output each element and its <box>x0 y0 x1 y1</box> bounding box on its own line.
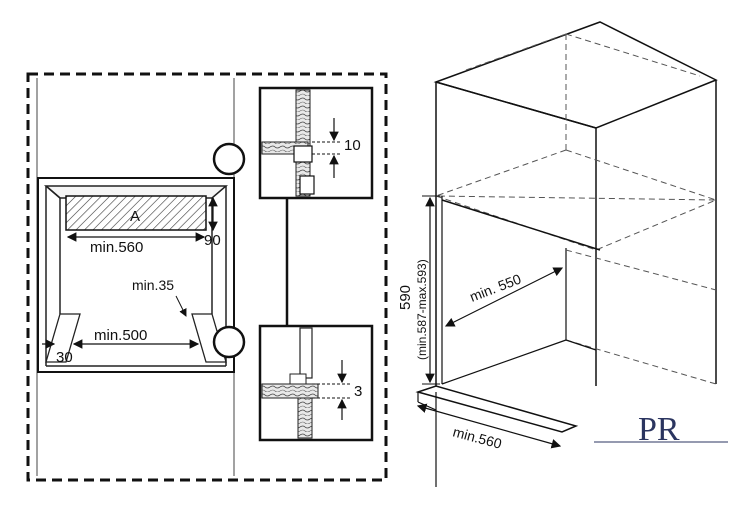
dim-min550-label: min. 550 <box>467 271 523 305</box>
dim-line-min560-right <box>416 403 562 449</box>
dim-min500-label: min.500 <box>94 327 147 344</box>
dim-90-label: 90 <box>204 232 221 249</box>
vent-area-a <box>65 195 207 231</box>
cabinet-top-face <box>433 21 718 129</box>
dim-min560-label: min.560 <box>90 239 143 256</box>
logo-letters: PR <box>638 411 680 448</box>
left-panel: A min.560 90 min.35 min.500 30 <box>26 72 388 482</box>
dim-min35-label: min.35 <box>132 277 174 293</box>
detail-box-top: 10 <box>258 86 374 200</box>
detail-marker-top <box>212 142 246 176</box>
dim-a-label: A <box>130 208 140 225</box>
cabinet-dashed-outline <box>26 72 388 482</box>
niche-floor <box>415 385 579 433</box>
dim-arrow-min35 <box>175 295 187 317</box>
dim-line-min550 <box>444 267 564 327</box>
detail-marker-bottom <box>212 325 246 359</box>
right-panel: 590 (min.587-max.593) min. 550 min.560 <box>397 21 718 487</box>
detail-top-dim-label: 10 <box>344 137 361 154</box>
dim-590-range-label: (min.587-max.593) <box>415 259 429 360</box>
dim-590-label: 590 <box>397 285 414 310</box>
brand-logo: PR <box>594 411 728 448</box>
oven-niche <box>37 177 235 373</box>
dim-30-label: 30 <box>56 349 73 366</box>
detail-bottom-dim-label: 3 <box>354 383 362 400</box>
oven-floor-cutout <box>191 313 227 363</box>
detail-box-bottom: 3 <box>258 324 374 442</box>
